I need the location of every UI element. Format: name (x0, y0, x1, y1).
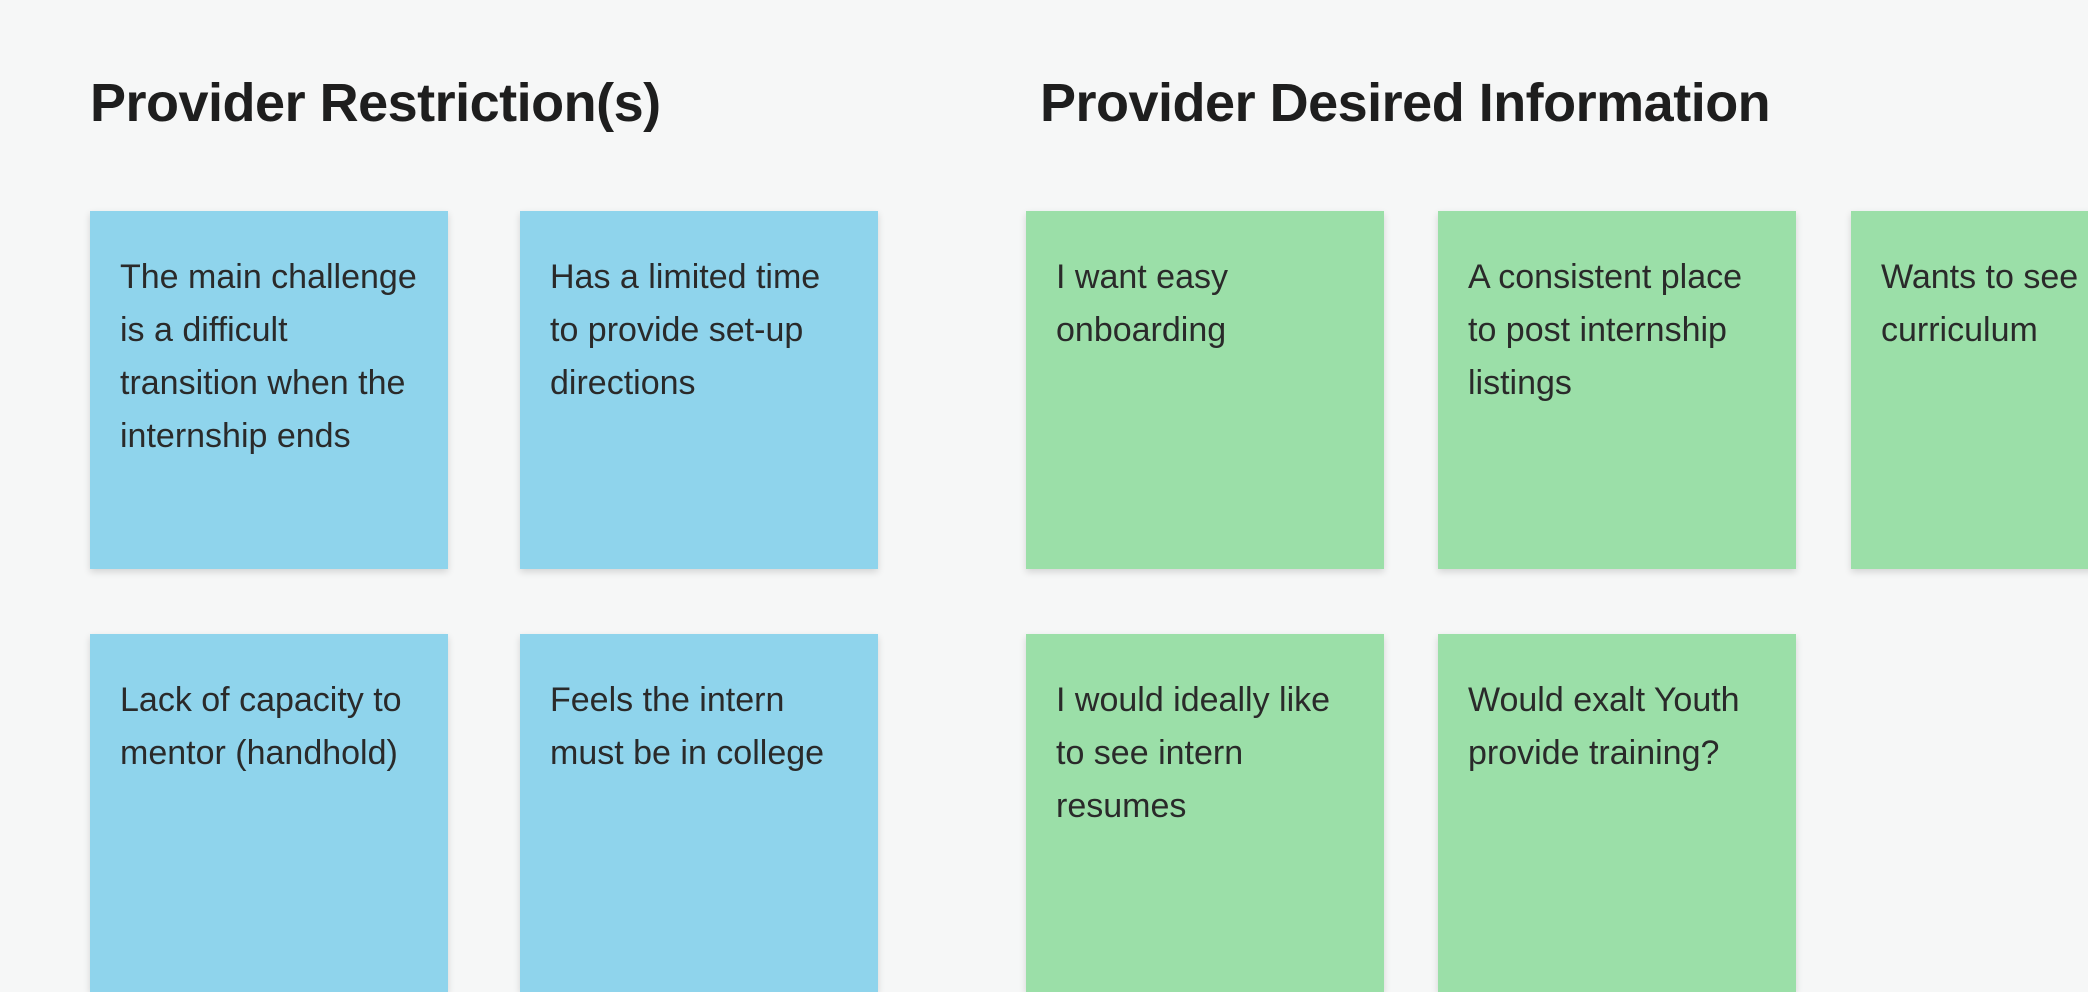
sticky-note-text: Would exalt Youth provide training? (1468, 681, 1740, 772)
sticky-note-restriction[interactable]: The main challenge is a difficult transi… (90, 211, 448, 569)
sticky-note-text: I would ideally like to see intern resum… (1056, 681, 1331, 825)
section-title-provider-desired-information: Provider Desired Information (1040, 73, 1771, 133)
section-title-provider-restrictions: Provider Restriction(s) (90, 73, 661, 133)
sticky-note-text: Wants to see curriculum (1881, 258, 2079, 349)
sticky-note-text: Feels the intern must be in college (550, 681, 825, 772)
sticky-note-text: A consistent place to post internship li… (1468, 258, 1743, 402)
sticky-note-text: I want easy onboarding (1056, 258, 1228, 349)
sticky-note-desired-information[interactable]: Would exalt Youth provide training? (1438, 634, 1796, 992)
sticky-note-desired-information[interactable]: Wants to see curriculum (1851, 211, 2088, 569)
sticky-note-desired-information[interactable]: I would ideally like to see intern resum… (1026, 634, 1384, 992)
sticky-note-text: Has a limited time to provide set-up dir… (550, 258, 821, 402)
sticky-note-restriction[interactable]: Lack of capacity to mentor (handhold) (90, 634, 448, 992)
sticky-note-text: The main challenge is a difficult transi… (120, 258, 417, 455)
sticky-note-text: Lack of capacity to mentor (handhold) (120, 681, 402, 772)
sticky-note-restriction[interactable]: Has a limited time to provide set-up dir… (520, 211, 878, 569)
sticky-note-restriction[interactable]: Feels the intern must be in college (520, 634, 878, 992)
sticky-note-desired-information[interactable]: I want easy onboarding (1026, 211, 1384, 569)
sticky-note-desired-information[interactable]: A consistent place to post internship li… (1438, 211, 1796, 569)
